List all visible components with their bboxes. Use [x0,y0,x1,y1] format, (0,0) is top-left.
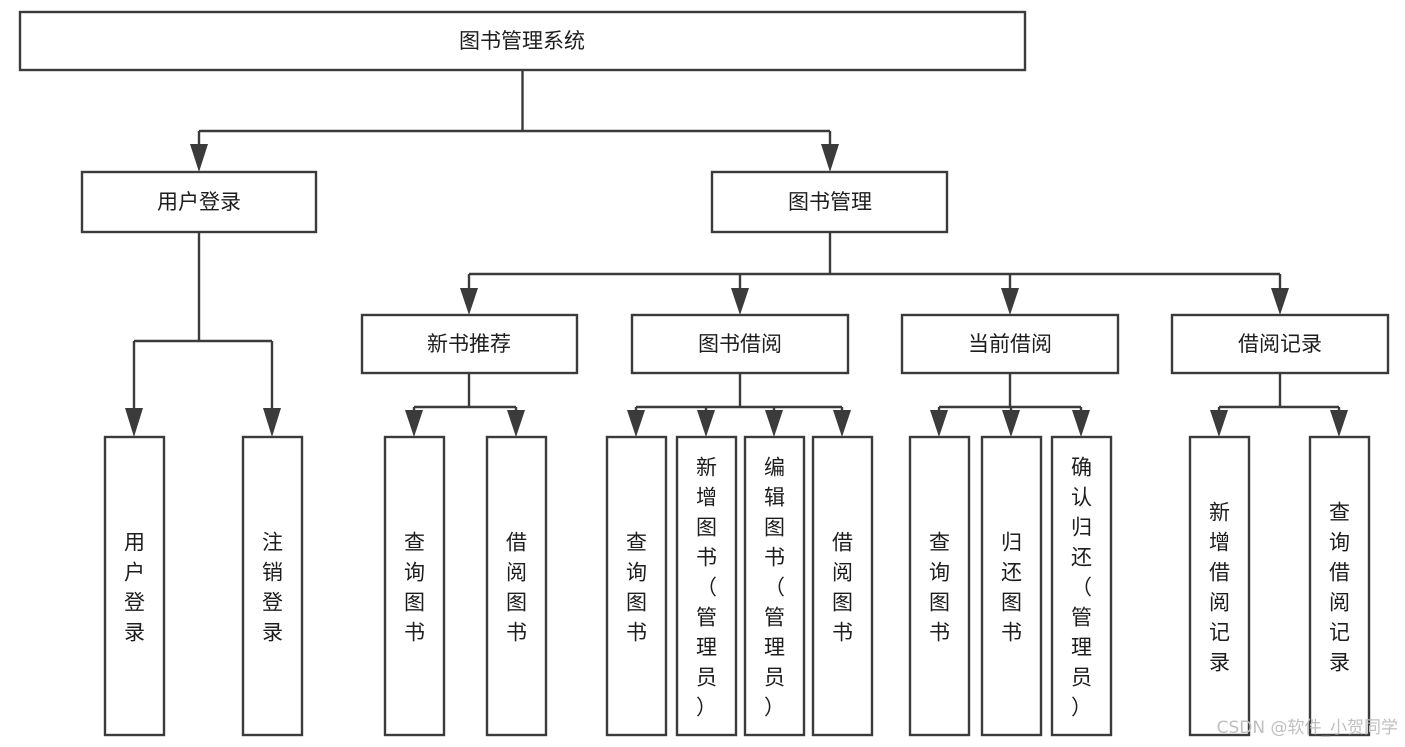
leaf-node-label: 借阅图书 [832,530,853,644]
arrow-current-leaf-3 [1072,410,1090,437]
leaf-node-label: 查询图书 [929,530,950,644]
leaf-node-label: 借阅图书 [506,530,527,644]
arrow-newbook-leaf-1 [405,410,423,437]
leaf-node-label: 编辑图书（管理员） [764,455,785,719]
connector-layer [125,70,1348,437]
node-user-login-box[interactable] [80,170,318,234]
leaf-node-box[interactable] [1188,435,1251,737]
arrow-current-leaf-1 [930,410,948,437]
arrow-borrow-leaf-2 [697,410,715,437]
leaf-node[interactable]: 查询图书 [605,435,668,737]
node-root[interactable]: 图书管理系统 [18,10,1027,72]
node-book-borrow[interactable]: 图书借阅 [630,313,850,375]
arrow-to-current [1001,288,1019,315]
node-user-login-label: 用户登录 [157,190,241,214]
leaf-node[interactable]: 查询图书 [383,435,446,737]
leaf-node[interactable]: 新增借阅记录 [1188,435,1251,737]
node-borrow-record-box[interactable] [1170,313,1390,375]
node-book-management-box[interactable] [710,170,949,234]
leaf-node-label: 新增借阅记录 [1209,500,1230,674]
node-current-borrow-label: 当前借阅 [968,332,1052,356]
leaf-node[interactable]: 新增图书（管理员） [675,435,738,737]
arrow-root-to-bookmgmt [821,144,839,172]
leaf-node-box[interactable] [1050,435,1113,737]
arrow-borrow-leaf-1 [627,410,645,437]
leaf-node-box[interactable] [743,435,806,737]
node-root-label: 图书管理系统 [459,29,585,53]
node-book-borrow-box[interactable] [630,313,850,375]
leaf-node-layer: 用户登录 注销登录 查询图书 借阅图书 查询图书 新增图书（管理员） 编辑图书（管理员） 借阅… [103,435,1371,737]
arrow-borrow-leaf-3 [765,410,783,437]
leaf-node[interactable]: 归还图书 [980,435,1043,737]
node-root-box[interactable] [18,10,1027,72]
arrow-to-borrow [731,288,749,315]
leaf-node-label: 用户登录 [124,530,145,644]
node-user-login[interactable]: 用户登录 [80,170,318,234]
leaf-node[interactable]: 查询图书 [908,435,971,737]
arrow-borrow-leaf-4 [833,410,851,437]
leaf-node-label: 归还图书 [1001,530,1022,644]
leaf-node-label: 查询图书 [626,530,647,644]
leaf-node-box[interactable] [485,435,548,737]
leaf-node-box[interactable] [103,435,166,737]
node-book-management[interactable]: 图书管理 [710,170,949,234]
node-new-book-recommend-box[interactable] [360,313,579,375]
node-current-borrow[interactable]: 当前借阅 [900,313,1120,375]
leaf-node-box[interactable] [980,435,1043,737]
leaf-node-box[interactable] [675,435,738,737]
leaf-node-label: 新增图书（管理员） [696,455,717,719]
node-book-management-label: 图书管理 [788,190,872,214]
arrow-login-leaf-1 [125,408,143,437]
leaf-node-box[interactable] [605,435,668,737]
leaf-node-box[interactable] [383,435,446,737]
leaf-node[interactable]: 借阅图书 [485,435,548,737]
node-current-borrow-box[interactable] [900,313,1120,375]
leaf-node[interactable]: 查询借阅记录 [1308,435,1371,737]
leaf-node-label: 注销登录 [262,530,283,644]
leaf-node-label: 查询借阅记录 [1329,500,1350,674]
node-new-book-recommend[interactable]: 新书推荐 [360,313,579,375]
csdn-watermark: CSDN @软件_小贺同学 [1217,718,1398,738]
arrow-record-leaf-2 [1330,410,1348,437]
arrow-to-record [1271,288,1289,315]
arrow-current-leaf-2 [1002,410,1020,437]
leaf-node-box[interactable] [908,435,971,737]
node-book-borrow-label: 图书借阅 [698,332,782,356]
leaf-node-label: 查询图书 [404,530,425,644]
leaf-node-box[interactable] [1308,435,1371,737]
leaf-node-label: 确认归还（管理员） [1071,455,1092,719]
leaf-node[interactable]: 注销登录 [241,435,304,737]
leaf-node-box[interactable] [811,435,874,737]
arrow-record-leaf-1 [1210,410,1228,437]
arrow-login-leaf-2 [263,408,281,437]
leaf-node[interactable]: 编辑图书（管理员） [743,435,806,737]
node-new-book-recommend-label: 新书推荐 [427,332,511,356]
leaf-node[interactable]: 确认归还（管理员） [1050,435,1113,737]
leaf-node[interactable]: 借阅图书 [811,435,874,737]
leaf-node-box[interactable] [241,435,304,737]
leaf-node[interactable]: 用户登录 [103,435,166,737]
node-borrow-record-label: 借阅记录 [1238,332,1322,356]
arrow-root-to-login [190,144,208,172]
node-borrow-record[interactable]: 借阅记录 [1170,313,1390,375]
arrow-to-newbook [460,288,478,315]
arrow-newbook-leaf-2 [507,410,525,437]
